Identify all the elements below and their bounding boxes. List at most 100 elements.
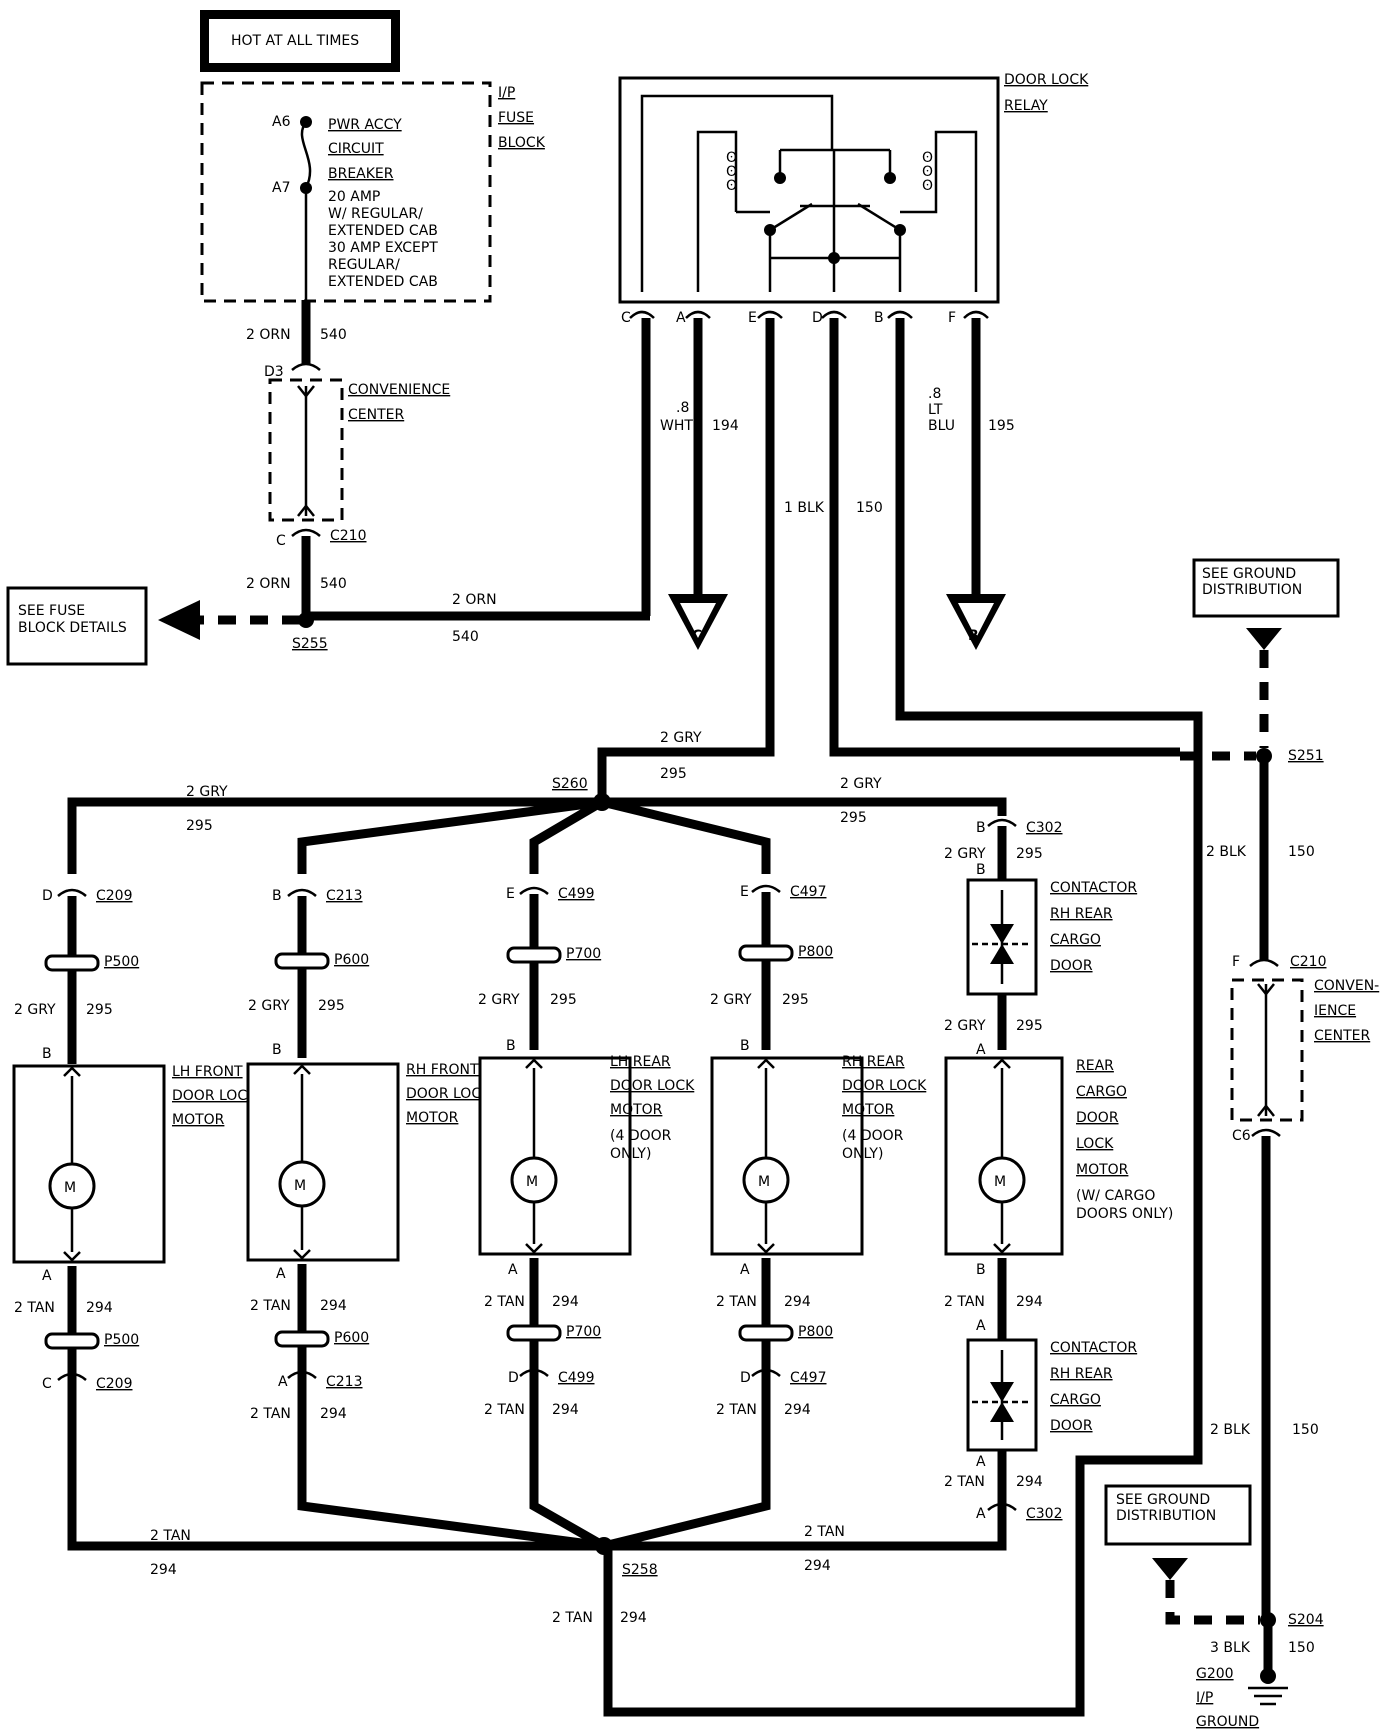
svg-text:295: 295: [1016, 846, 1043, 862]
svg-text:.8: .8: [928, 386, 941, 402]
svg-text:B: B: [272, 888, 282, 904]
svg-text:HOT AT ALL TIMES: HOT AT ALL TIMES: [231, 33, 359, 49]
svg-text:P500: P500: [104, 954, 139, 970]
svg-text:I/P: I/P: [498, 85, 515, 101]
svg-text:P600: P600: [334, 952, 369, 968]
svg-text:P500: P500: [104, 1332, 139, 1348]
svg-text:B: B: [740, 1038, 750, 1054]
svg-text:CARGO: CARGO: [1050, 1392, 1101, 1408]
svg-text:WHT: WHT: [660, 418, 693, 434]
svg-text:294: 294: [1016, 1294, 1043, 1310]
svg-text:D: D: [42, 888, 53, 904]
svg-text:REGULAR/: REGULAR/: [328, 257, 400, 273]
svg-text:CONTACTOR: CONTACTOR: [1050, 880, 1137, 896]
svg-text:S260: S260: [552, 776, 588, 792]
svg-text:IENCE: IENCE: [1314, 1003, 1356, 1019]
svg-text:MOTOR: MOTOR: [1076, 1162, 1129, 1178]
svg-text:C: C: [276, 533, 286, 549]
svg-text:294: 294: [1016, 1474, 1043, 1490]
svg-text:2 GRY: 2 GRY: [944, 846, 986, 862]
svg-text:CONVENIENCE: CONVENIENCE: [348, 382, 450, 398]
motor-icon: [48, 1162, 96, 1210]
svg-text:C499: C499: [558, 886, 595, 902]
svg-text:B: B: [506, 1038, 516, 1054]
svg-text:2 TAN: 2 TAN: [716, 1402, 757, 1418]
svg-text:MOTOR: MOTOR: [406, 1110, 459, 1126]
svg-text:BLU: BLU: [928, 418, 955, 434]
svg-text:150: 150: [1288, 844, 1315, 860]
svg-text:S258: S258: [622, 1562, 658, 1578]
svg-text:2 GRY: 2 GRY: [248, 998, 290, 1014]
svg-text:B: B: [272, 1042, 282, 1058]
svg-text:LOCK: LOCK: [1076, 1136, 1114, 1152]
svg-text:2 TAN: 2 TAN: [250, 1406, 291, 1422]
ip-fuse-block: I/P FUSE BLOCK A6 A7 PWR ACCY CIRCUIT BR…: [200, 81, 546, 303]
svg-text:295: 295: [550, 992, 577, 1008]
svg-text:C: C: [42, 1376, 52, 1392]
svg-text:A: A: [976, 1454, 986, 1470]
svg-text:RH REAR: RH REAR: [842, 1054, 905, 1070]
svg-text:2 BLK: 2 BLK: [1210, 1422, 1251, 1438]
svg-text:A: A: [676, 310, 686, 326]
svg-text:S251: S251: [1288, 748, 1324, 764]
motor-icon: [978, 1156, 1026, 1204]
svg-text:2 TAN: 2 TAN: [250, 1298, 291, 1314]
svg-text:294: 294: [320, 1298, 347, 1314]
svg-text:DOOR: DOOR: [1050, 958, 1093, 974]
svg-text:194: 194: [712, 418, 739, 434]
arrow-left-icon: [158, 600, 200, 640]
svg-text:S204: S204: [1288, 1612, 1324, 1628]
svg-text:295: 295: [660, 766, 687, 782]
svg-text:ʘ: ʘ: [922, 164, 933, 180]
svg-text:30 AMP EXCEPT: 30 AMP EXCEPT: [328, 240, 438, 256]
svg-text:1 BLK: 1 BLK: [784, 500, 825, 516]
motor-lh-front: D C209 P500 2 GRY 295 B M LH FRONT DOOR …: [12, 888, 257, 1396]
svg-text:B: B: [968, 628, 979, 644]
svg-text:295: 295: [318, 998, 345, 1014]
svg-text:M: M: [758, 1174, 770, 1190]
svg-text:150: 150: [856, 500, 883, 516]
svg-text:C302: C302: [1026, 1506, 1063, 1522]
motor-box-rh-front: [246, 1062, 400, 1262]
svg-text:A: A: [508, 1262, 518, 1278]
svg-text:DOOR LOCK: DOOR LOCK: [406, 1086, 491, 1102]
splice-s258: [595, 1537, 613, 1555]
motor-box-lh-rear: [478, 1056, 632, 1256]
svg-text:DOOR LOCK: DOOR LOCK: [1004, 72, 1089, 88]
svg-text:M: M: [294, 1178, 306, 1194]
svg-text:C302: C302: [1026, 820, 1063, 836]
orn-540-circuit: 2 ORN 540 D3 CONVENIENCE CENTER C C210 2…: [6, 190, 650, 666]
svg-text:2 GRY: 2 GRY: [944, 1018, 986, 1034]
motor-icon: [510, 1156, 558, 1204]
svg-text:B: B: [874, 310, 884, 326]
see-ground-distribution-bottom: [1104, 1484, 1252, 1546]
hot-at-all-times-box: HOT AT ALL TIMES: [200, 10, 400, 72]
svg-text:D: D: [508, 1370, 519, 1386]
svg-text:E: E: [748, 310, 757, 326]
svg-text:C210: C210: [330, 528, 367, 544]
svg-text:294: 294: [804, 1558, 831, 1574]
svg-text:295: 295: [782, 992, 809, 1008]
svg-text:2 TAN: 2 TAN: [14, 1300, 55, 1316]
svg-text:C6: C6: [1232, 1128, 1251, 1144]
svg-text:BLOCK: BLOCK: [498, 135, 546, 151]
offpage-c-icon: [680, 603, 716, 638]
svg-text:C210: C210: [1290, 954, 1327, 970]
svg-text:A6: A6: [272, 114, 291, 130]
svg-text:ONLY): ONLY): [842, 1146, 883, 1162]
svg-text:294: 294: [784, 1294, 811, 1310]
svg-text:M: M: [526, 1174, 538, 1190]
svg-text:295: 295: [86, 1002, 113, 1018]
svg-text:C213: C213: [326, 1374, 363, 1390]
motor-rh-front: B C213 P600 2 GRY 295 B M RH FRONT DOOR …: [246, 888, 491, 1422]
convenience-center-right: [1230, 978, 1304, 1122]
svg-text:M: M: [64, 1180, 76, 1196]
svg-text:A: A: [976, 1318, 986, 1334]
svg-text:2 GRY: 2 GRY: [186, 784, 228, 800]
svg-text:CENTER: CENTER: [1314, 1028, 1370, 1044]
svg-text:294: 294: [86, 1300, 113, 1316]
svg-text:(4 DOOR: (4 DOOR: [610, 1128, 672, 1144]
svg-text:I/P: I/P: [1196, 1690, 1213, 1706]
motor-box-rear-cargo: [944, 1056, 1064, 1256]
svg-text:G200: G200: [1196, 1666, 1234, 1682]
